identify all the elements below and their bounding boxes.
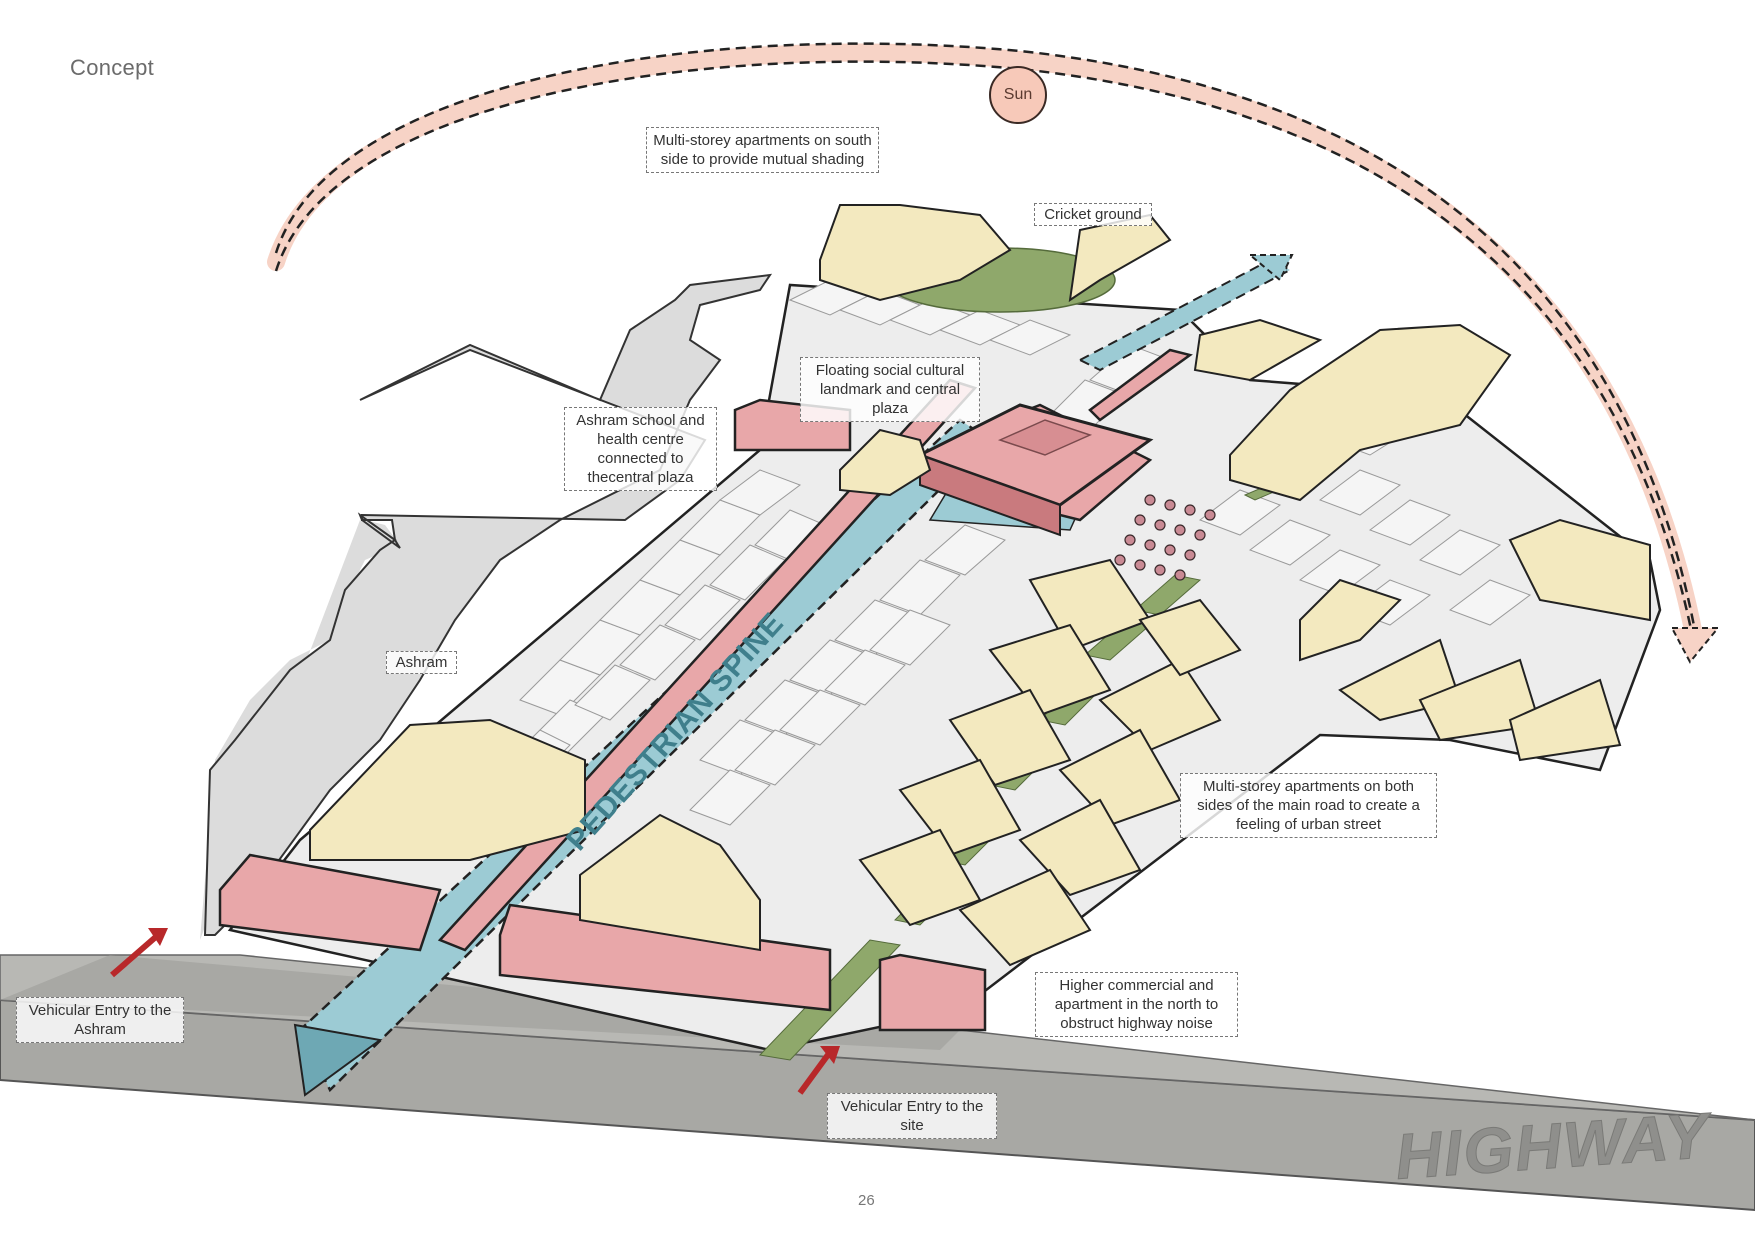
entry-arrow-ashram [110,932,160,978]
sun-label: Sun [1003,86,1033,103]
ashram-land-area [203,273,773,936]
callout-ashram: Ashram [386,651,457,674]
callout-entry-site: Vehicular Entry to the site [827,1093,997,1139]
vehicular-entry-arrows [110,928,840,1095]
ashram-land [200,515,400,940]
sun-path-arc [267,42,1721,664]
sun-marker: Sun [989,66,1047,124]
sun-path-arrowhead [1670,627,1721,664]
callout-cricket-ground: Cricket ground [1034,203,1152,226]
callout-south-apartments: Multi-storey apartments on south side to… [646,127,879,173]
page-title: Concept [70,55,155,80]
callout-landmark: Floating social cultural landmark and ce… [800,357,980,422]
plaza-trees [1114,494,1216,581]
callout-entry-ashram: Vehicular Entry to the Ashram [16,997,184,1043]
entry-arrow-site [797,1050,833,1095]
callout-main-road-apartments: Multi-storey apartments on both sides of… [1180,773,1437,838]
residential-blocks [309,204,1651,967]
callout-ashram-school: Ashram school and health centre connecte… [564,407,717,491]
callout-commercial-north: Higher commercial and apartment in the n… [1035,972,1238,1037]
page-number: 26 [858,1192,875,1209]
central-landmark [916,403,1154,537]
